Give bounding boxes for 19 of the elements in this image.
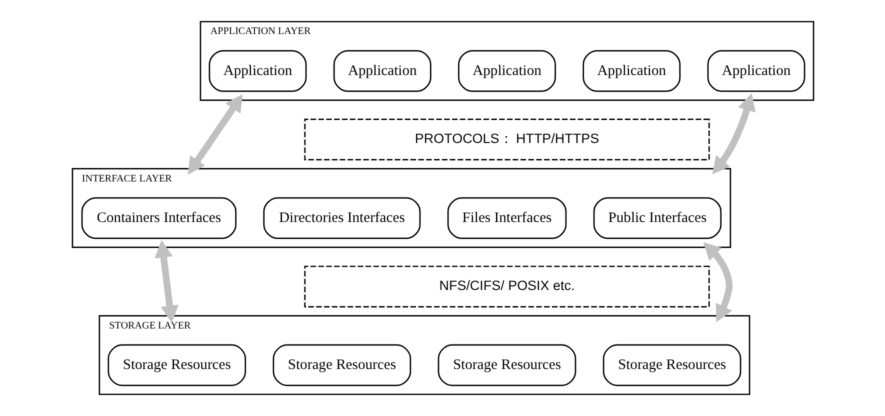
node-box: Application xyxy=(706,50,805,92)
node-box: Application xyxy=(582,50,680,92)
node-box: Directories Interfaces xyxy=(262,197,420,239)
arrow xyxy=(187,94,242,175)
node-box: Files Interfaces xyxy=(446,197,566,239)
node-box: Public Interfaces xyxy=(592,197,722,239)
node-box: Application xyxy=(458,50,556,92)
node-box: Application xyxy=(332,50,431,92)
node-box: NFS/CIFS/ POSIX etc. xyxy=(304,266,710,308)
node-box: Storage Resources xyxy=(107,344,246,386)
arrow xyxy=(712,93,756,174)
node-box: Storage Resources xyxy=(272,344,411,386)
node-box: Containers Interfaces xyxy=(80,197,236,239)
node-box: Storage Resources xyxy=(602,344,741,386)
arrow xyxy=(154,240,178,323)
node-box: PROTOCOLS： HTTP/HTTPS xyxy=(304,118,710,160)
node-box: Application xyxy=(208,50,306,92)
arrow xyxy=(702,242,732,322)
node-box: Storage Resources xyxy=(437,344,576,386)
